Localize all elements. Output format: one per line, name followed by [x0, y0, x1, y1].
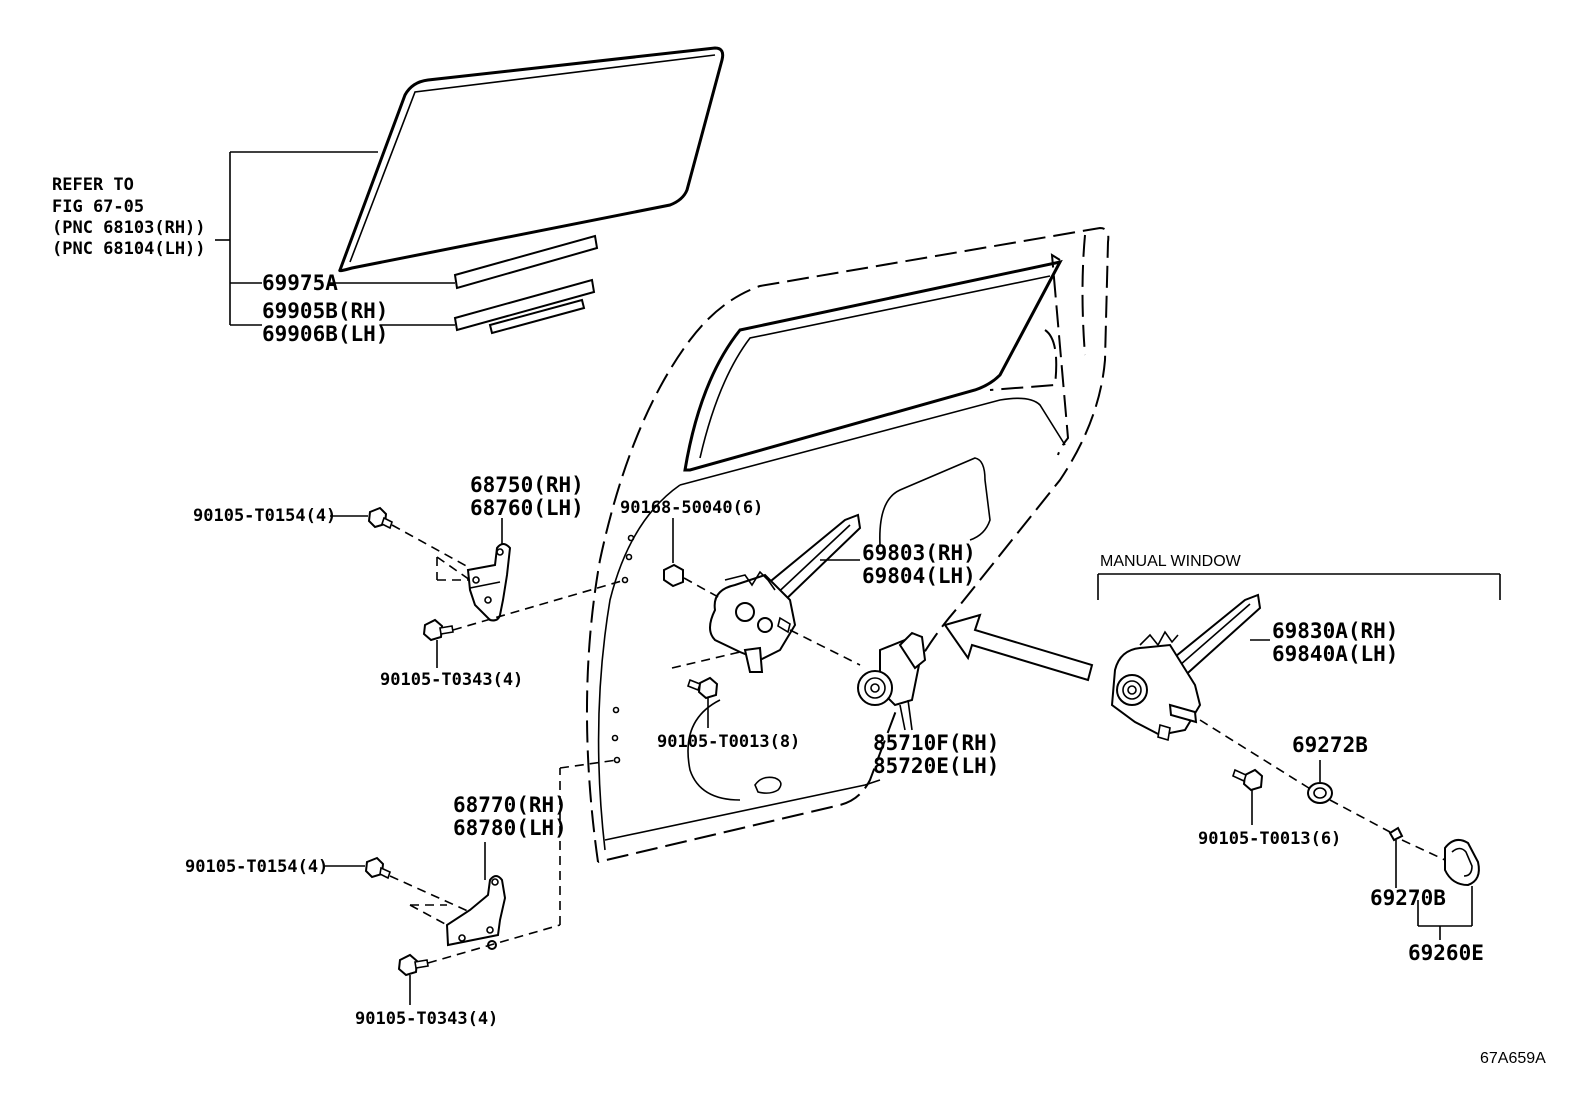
label-68750: 68750(RH)	[470, 473, 584, 497]
label-90105-T0343-top: 90105-T0343(4)	[380, 670, 523, 690]
washer-69272B	[1307, 782, 1333, 804]
bolt-90105-T0013-6	[1232, 768, 1264, 792]
label-69906B: 69906B(LH)	[262, 322, 388, 346]
label-69804: 69804(LH)	[862, 564, 976, 588]
clip-69270B	[1388, 826, 1404, 842]
label-85720E: 85720E(LH)	[873, 754, 999, 778]
label-90105-T0013-6: 90105-T0013(6)	[1198, 829, 1341, 849]
label-90168-50040: 90168-50040(6)	[620, 498, 763, 518]
label-69260E: 69260E	[1408, 941, 1484, 965]
glass-run-channel-69905B	[453, 278, 596, 335]
manual-window-bracket	[1097, 573, 1501, 600]
upper-hinge	[466, 543, 512, 622]
power-window-regulator	[709, 513, 862, 673]
bolt-90105-T0154-top	[367, 506, 393, 530]
direction-arrow	[943, 613, 1094, 682]
handle-69260E	[1444, 838, 1480, 887]
figure-id: 67A659A	[1480, 1050, 1546, 1067]
label-69905B: 69905B(RH)	[262, 299, 388, 323]
bolt-90105-T0013-8	[687, 676, 719, 700]
label-69830A: 69830A(RH)	[1272, 619, 1398, 643]
label-90105-T0154-top: 90105-T0154(4)	[193, 506, 336, 526]
label-69975A: 69975A	[262, 271, 338, 295]
reference-bracket	[215, 151, 455, 326]
bolt-90105-T0343-top	[422, 618, 454, 642]
label-69803: 69803(RH)	[862, 541, 976, 565]
bolt-90105-T0154-bot	[364, 856, 391, 880]
reference-note-line-3: (PNC 68103(RH))	[52, 218, 206, 238]
manual-window-title: MANUAL WINDOW	[1100, 553, 1242, 570]
rear-door-panel	[586, 226, 1110, 863]
glass-run-channel-69975A	[453, 234, 599, 290]
reference-note-line-1: REFER TO	[52, 175, 134, 195]
label-90105-T0154-bot: 90105-T0154(4)	[185, 857, 328, 877]
label-69840A: 69840A(LH)	[1272, 642, 1398, 666]
lower-hinge	[445, 875, 507, 950]
label-90105-T0343-bot: 90105-T0343(4)	[355, 1009, 498, 1029]
label-68780: 68780(LH)	[453, 816, 567, 840]
reference-note-line-2: FIG 67-05	[52, 197, 144, 217]
label-85710F: 85710F(RH)	[873, 731, 999, 755]
reference-note-line-4: (PNC 68104(LH))	[52, 239, 206, 259]
window-motor	[857, 631, 927, 731]
label-90105-T0013-8: 90105-T0013(8)	[657, 732, 800, 752]
bolt-90105-T0343-bot	[397, 953, 429, 977]
label-68760: 68760(LH)	[470, 496, 584, 520]
manual-window-regulator	[1110, 593, 1262, 742]
label-69270B: 69270B	[1370, 886, 1446, 910]
label-69272B: 69272B	[1292, 733, 1368, 757]
label-68770: 68770(RH)	[453, 793, 567, 817]
door-glass	[338, 46, 725, 273]
nut-90168-50040	[663, 563, 684, 588]
